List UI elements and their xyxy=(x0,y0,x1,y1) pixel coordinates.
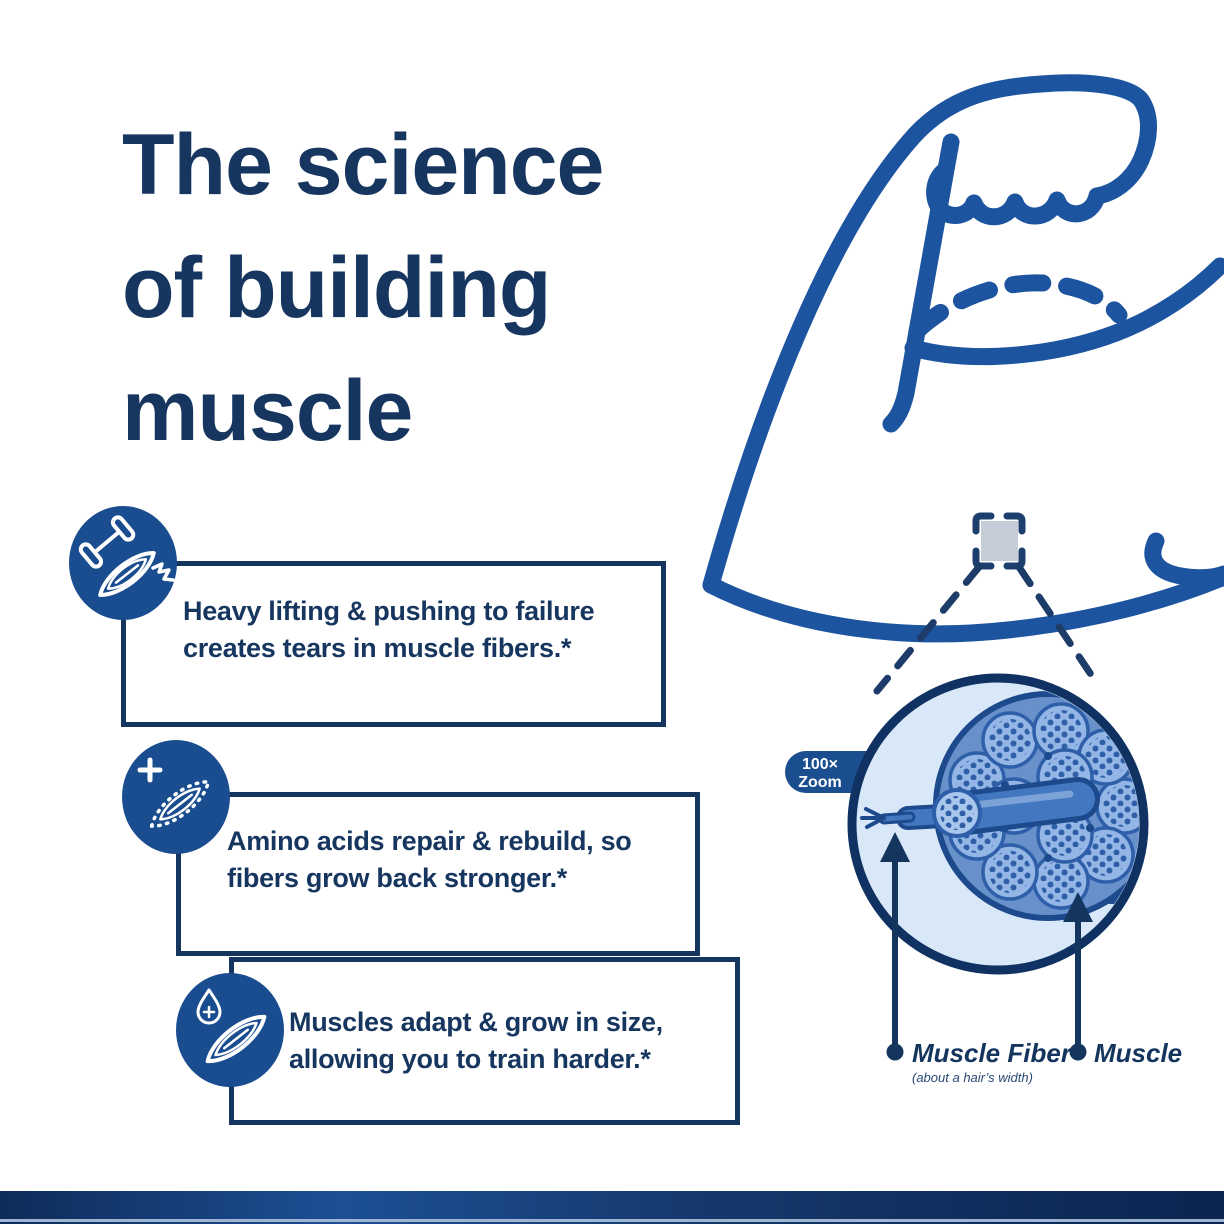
footer-accent-stripe xyxy=(0,1219,1224,1222)
label-leaders xyxy=(880,832,1093,1061)
zoom-badge-word: Zoom xyxy=(798,774,842,791)
droplet-growth-muscle-icon xyxy=(196,988,267,1064)
step-box-repair: Amino acids repair & rebuild, so fibers … xyxy=(176,792,700,956)
pulled-fiber xyxy=(860,777,1100,838)
muscle-fiber-note: (about a hair’s width) xyxy=(912,1070,1033,1085)
zoom-badge-factor: 100× xyxy=(801,756,839,773)
step-2-line-2: fibers grow back stronger.* xyxy=(227,863,567,893)
dumbbell-torn-muscle-icon xyxy=(78,515,175,597)
title-line-3: muscle xyxy=(122,363,413,459)
zoom-badge: 100× Zoom xyxy=(783,756,857,792)
step-1-circle xyxy=(69,506,177,620)
muscle-fiber-label: Muscle Fiber xyxy=(912,1038,1071,1068)
step-text: Muscles adapt & grow in size, allowing y… xyxy=(289,1004,735,1078)
page-title: The science of building muscle xyxy=(122,104,722,473)
step-1-line-1: Heavy lifting & pushing to failure xyxy=(183,596,595,626)
step-3-line-1: Muscles adapt & grow in size, xyxy=(289,1007,663,1037)
step-3-circle xyxy=(176,973,284,1087)
callout-dashed-lines xyxy=(873,563,1102,695)
step-2-line-1: Amino acids repair & rebuild, so xyxy=(227,826,632,856)
zoom-target-square xyxy=(972,512,1026,570)
step-box-growth: Muscles adapt & grow in size, allowing y… xyxy=(229,957,740,1125)
step-3-line-2: allowing you to train harder.* xyxy=(289,1044,651,1074)
step-box-tears: Heavy lifting & pushing to failure creat… xyxy=(121,561,666,727)
step-text: Heavy lifting & pushing to failure creat… xyxy=(183,593,661,667)
step-1-line-2: creates tears in muscle fibers.* xyxy=(183,633,572,663)
flexed-arm-icon xyxy=(702,74,1224,643)
plus-repair-muscle-icon xyxy=(137,757,211,828)
step-2-circle xyxy=(122,740,230,854)
footer-bar xyxy=(0,1191,1224,1224)
muscle-label: Muscle xyxy=(1094,1038,1183,1068)
title-line-2: of building xyxy=(122,240,551,336)
title-line-1: The science xyxy=(122,117,604,213)
magnifier-rim xyxy=(847,673,1149,975)
step-text: Amino acids repair & rebuild, so fibers … xyxy=(227,823,695,897)
